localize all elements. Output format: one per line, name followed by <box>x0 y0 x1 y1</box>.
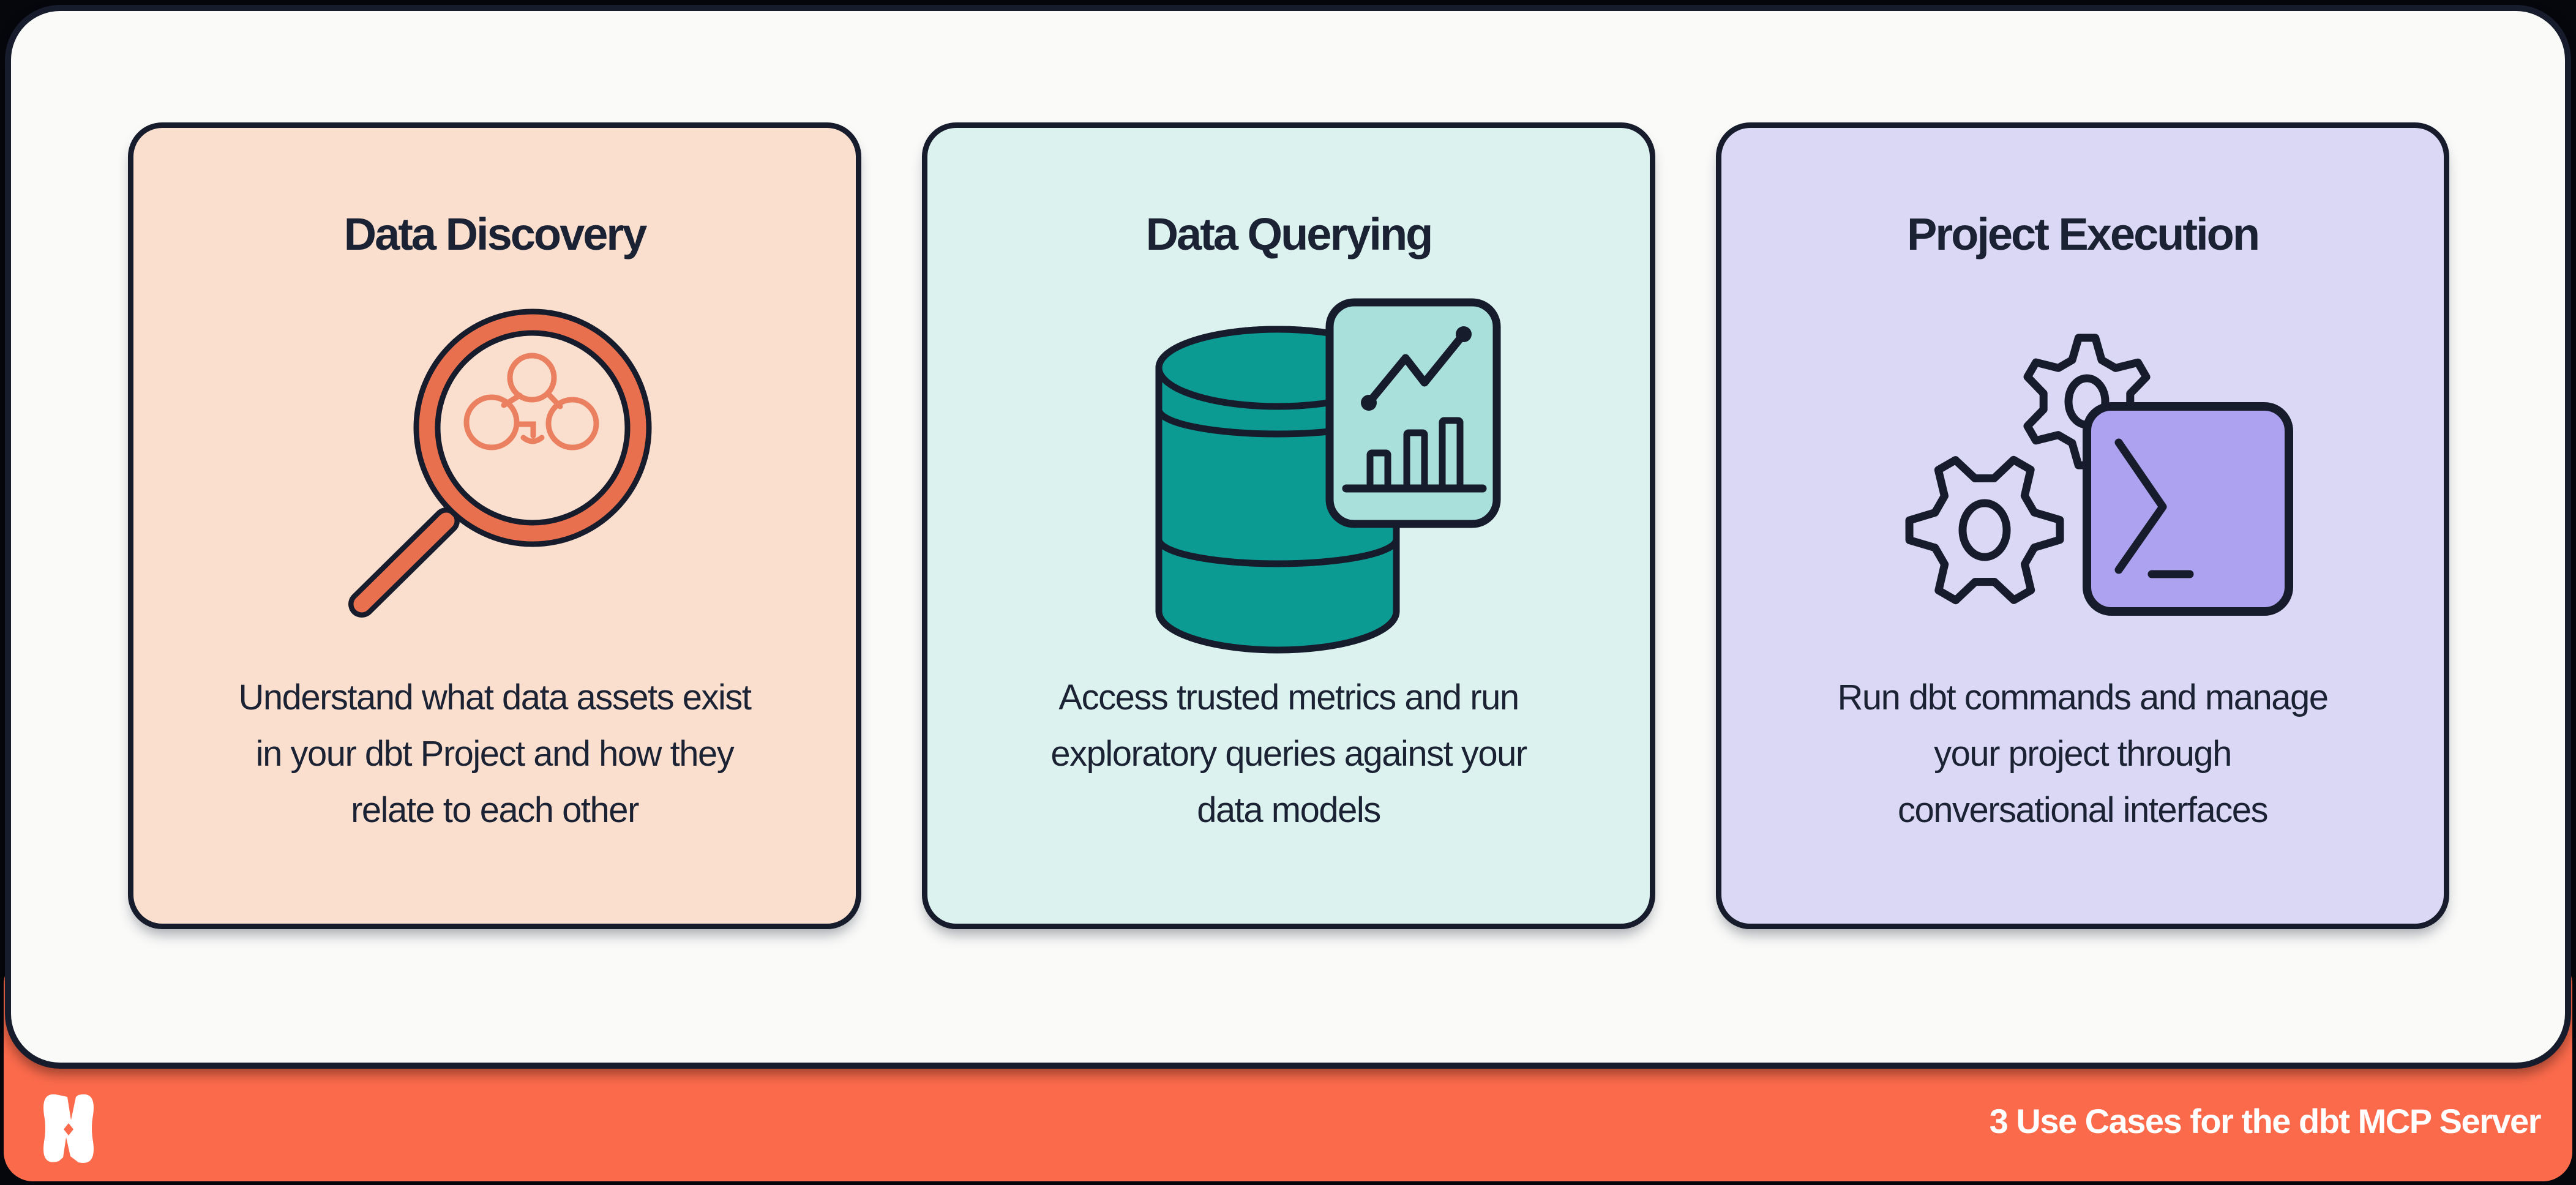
card-data-discovery: Data Discovery Understand what data asse… <box>128 122 861 929</box>
dbt-logo <box>43 1094 94 1164</box>
card-project-execution: Project Execution Run dbt commands and m… <box>1716 122 2449 929</box>
gears-terminal-icon <box>1905 334 2293 616</box>
database-analytics-chart-icon <box>1155 298 1501 654</box>
card-data-querying: Data Querying Access trusted m <box>922 122 1655 929</box>
card-title: Data Querying <box>1145 209 1434 260</box>
footer-title: 3 Use Cases for the dbt MCP Server <box>1989 1102 2542 1140</box>
card-title: Project Execution <box>1906 209 2260 260</box>
card-description: Understand what data assets exist in you… <box>238 678 752 830</box>
card-description: Access trusted metrics and run explorato… <box>1050 678 1527 830</box>
card-title: Data Discovery <box>343 209 648 260</box>
magnifying-glass-lineage-icon <box>348 308 652 618</box>
card-description: Run dbt commands and manage your project… <box>1837 678 2329 830</box>
